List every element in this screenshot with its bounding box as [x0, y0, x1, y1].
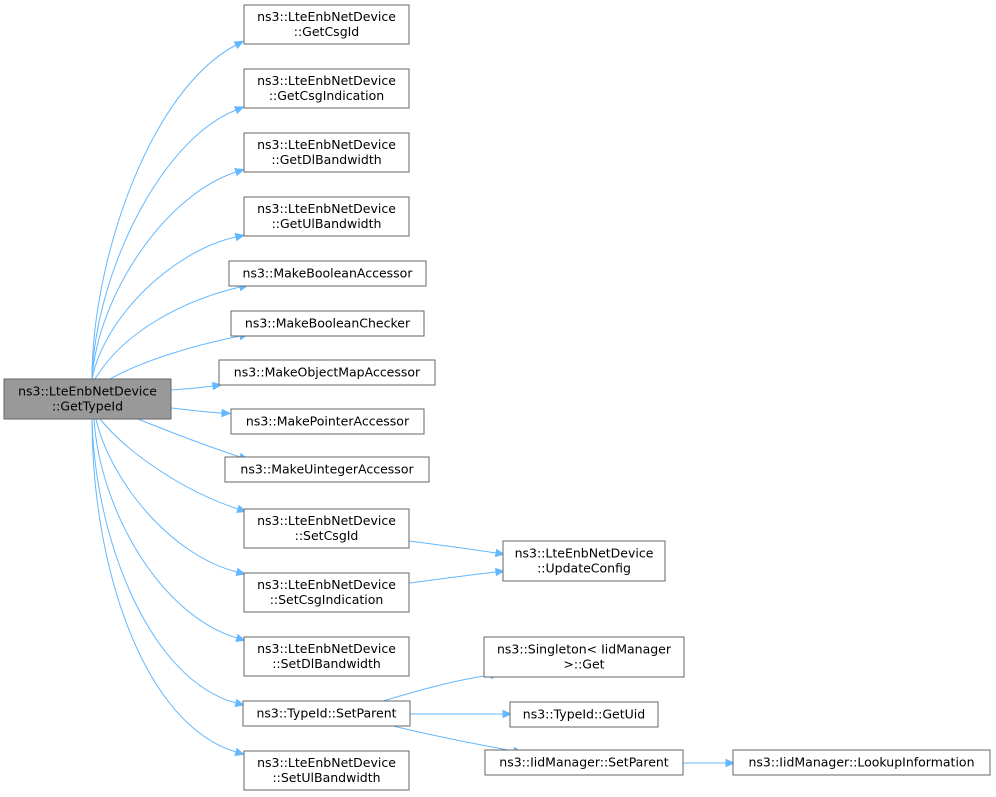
call-edge-n0-n8 [170, 407, 232, 418]
node-label: ns3::LteEnbNetDevice [515, 546, 654, 561]
node-label: >::Get [563, 657, 604, 672]
node-label: ns3::LteEnbNetDevice [257, 513, 396, 528]
node-label: ns3::IidManager::LookupInformation [748, 755, 974, 770]
node-box [243, 636, 410, 677]
function-node[interactable]: ns3::MakeUintegerAccessor [224, 456, 430, 483]
function-node[interactable]: ns3::LteEnbNetDevice::SetCsgIndication [243, 572, 410, 613]
function-node[interactable]: ns3::TypeId::SetParent [242, 700, 411, 727]
call-edge-n0-n14 [91, 418, 245, 756]
function-node[interactable]: ns3::MakePointerAccessor [230, 408, 425, 435]
call-edge-n18-n19 [683, 758, 736, 768]
node-label: ::GetCsgId [294, 24, 360, 39]
node-label: ns3::IidManager::SetParent [499, 755, 669, 770]
node-box [484, 749, 684, 776]
node-label: ns3::LteEnbNetDevice [257, 577, 396, 592]
function-node[interactable]: ns3::LteEnbNetDevice::SetCsgId [243, 508, 410, 549]
node-box [243, 68, 410, 109]
node-label: ns3::TypeId::GetUid [523, 707, 645, 722]
function-node[interactable]: ns3::LteEnbNetDevice::GetDlBandwidth [243, 132, 410, 173]
function-node[interactable]: ns3::LteEnbNetDevice::GetCsgIndication [243, 68, 410, 109]
node-label: ::GetTypeId [52, 399, 123, 414]
node-label: ns3::MakeBooleanChecker [245, 316, 411, 331]
node-box [243, 196, 410, 237]
call-edge-n0-n2 [91, 106, 245, 380]
node-label: ::GetCsgIndication [269, 88, 384, 103]
function-node[interactable]: ns3::LteEnbNetDevice::GetCsgId [243, 4, 410, 45]
function-node[interactable]: ns3::IidManager::SetParent [484, 749, 684, 776]
call-edge-n0-n4 [91, 232, 246, 380]
node-box [243, 4, 410, 45]
node-box [243, 132, 410, 173]
node-box [224, 456, 430, 483]
function-node[interactable]: ns3::MakeObjectMapAccessor [218, 359, 436, 386]
function-node[interactable]: ns3::MakeBooleanChecker [230, 310, 425, 337]
node-label: ns3::LteEnbNetDevice [18, 384, 157, 399]
call-edge-n0-n3 [91, 168, 245, 380]
node-label: ::SetUlBandwidth [272, 770, 380, 785]
node-label: ns3::LteEnbNetDevice [257, 201, 396, 216]
call-nodes: ns3::LteEnbNetDevice::GetTypeIdns3::LteE… [3, 4, 991, 791]
node-label: ns3::LteEnbNetDevice [257, 755, 396, 770]
node-label: ns3::LteEnbNetDevice [257, 641, 396, 656]
node-label: ns3::LteEnbNetDevice [257, 73, 396, 88]
call-edge-n0-n10 [99, 418, 247, 513]
node-box [243, 572, 410, 613]
node-label: ::GetUlBandwidth [272, 216, 382, 231]
node-label: ns3::MakeUintegerAccessor [240, 462, 414, 477]
call-edge-n0-n12 [93, 418, 246, 642]
node-label: ::UpdateConfig [537, 561, 631, 576]
node-label: ns3::TypeId::SetParent [256, 706, 396, 721]
node-label: ns3::LteEnbNetDevice [257, 137, 396, 152]
node-label: ns3::MakeObjectMapAccessor [234, 365, 421, 380]
function-node[interactable]: ns3::LteEnbNetDevice::UpdateConfig [502, 540, 666, 582]
root-function-node[interactable]: ns3::LteEnbNetDevice::GetTypeId [3, 378, 172, 420]
function-node[interactable]: ns3::TypeId::GetUid [509, 701, 659, 728]
node-box [243, 508, 410, 549]
function-node[interactable]: ns3::LteEnbNetDevice::SetUlBandwidth [243, 750, 410, 791]
node-box [218, 359, 436, 386]
function-node[interactable]: ns3::Singleton< IidManager >::Get [483, 636, 685, 678]
node-label: ::SetDlBandwidth [272, 656, 381, 671]
node-label: ::GetDlBandwidth [271, 152, 381, 167]
node-box [502, 540, 666, 582]
call-edge-n11-n15 [408, 567, 506, 584]
call-edge-n10-n15 [408, 540, 506, 558]
function-node[interactable]: ns3::LteEnbNetDevice::GetUlBandwidth [243, 196, 410, 237]
node-label: ::SetCsgId [295, 528, 359, 543]
node-box [230, 408, 425, 435]
function-node[interactable]: ns3::MakeBooleanAccessor [228, 260, 427, 287]
node-box [228, 260, 427, 287]
node-box [509, 701, 659, 728]
node-label: ns3::MakeBooleanAccessor [243, 266, 414, 281]
call-edge-n13-n17 [410, 709, 513, 719]
node-box [242, 700, 411, 727]
node-label: ::SetCsgIndication [270, 592, 384, 607]
call-edge-n0-n1 [91, 40, 245, 380]
node-box [732, 749, 991, 776]
node-box [483, 636, 685, 678]
node-label: ns3::MakePointerAccessor [246, 414, 410, 429]
node-label: ns3::Singleton< IidManager [497, 642, 672, 657]
call-edge-n0-n13 [91, 418, 245, 707]
node-box [243, 750, 410, 791]
node-label: ns3::LteEnbNetDevice [257, 9, 396, 24]
function-node[interactable]: ns3::LteEnbNetDevice::SetDlBandwidth [243, 636, 410, 677]
node-box [3, 378, 172, 420]
call-edge-n0-n7 [170, 381, 223, 391]
node-box [230, 310, 425, 337]
call-edge-n0-n11 [95, 418, 246, 577]
function-node[interactable]: ns3::IidManager::LookupInformation [732, 749, 991, 776]
